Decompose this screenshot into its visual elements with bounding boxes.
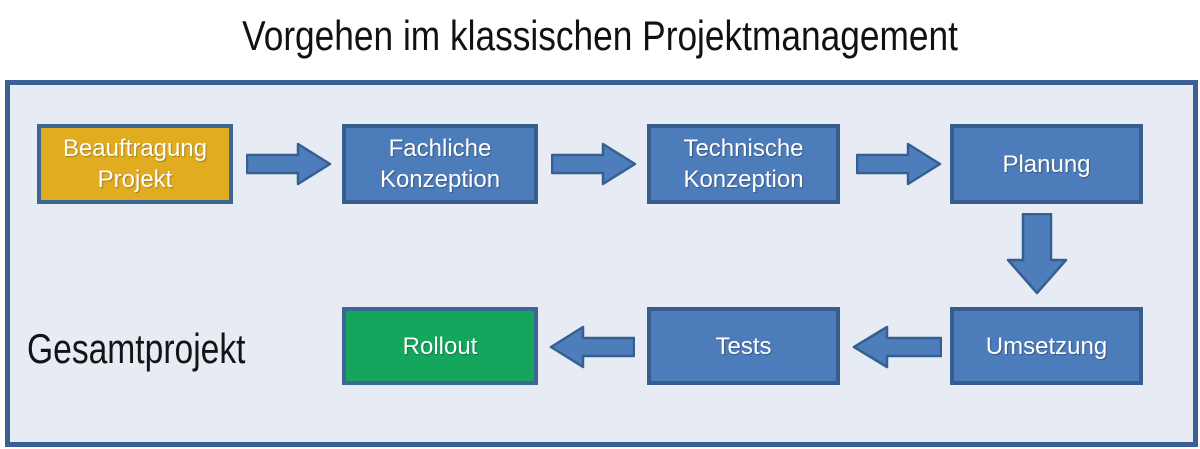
- step-label: Fachliche Konzeption: [379, 135, 501, 193]
- step-label: Planung: [1002, 150, 1091, 178]
- arrow-left-icon: [549, 325, 635, 369]
- arrow-right-icon: [551, 142, 637, 186]
- step-rollout: Rollout: [342, 307, 538, 385]
- arrow-down-icon: [1006, 213, 1068, 295]
- diagram-title: Vorgehen im klassischen Projektmanagemen…: [242, 12, 958, 59]
- step-label: Rollout: [402, 332, 478, 360]
- step-fachliche-konzeption: Fachliche Konzeption: [342, 124, 538, 204]
- step-planung: Planung: [950, 124, 1143, 204]
- step-tests: Tests: [647, 307, 840, 385]
- step-label: Umsetzung: [985, 332, 1108, 360]
- step-label: Technische Konzeption: [683, 135, 804, 193]
- step-label: Tests: [715, 332, 772, 360]
- arrow-right-icon: [856, 142, 942, 186]
- group-label-gesamtprojekt: Gesamtprojekt: [27, 325, 246, 372]
- step-beauftragung-projekt: Beauftragung Projekt: [37, 124, 233, 204]
- step-label: Beauftragung Projekt: [62, 135, 208, 193]
- step-technische-konzeption: Technische Konzeption: [647, 124, 840, 204]
- arrow-left-icon: [852, 325, 942, 369]
- step-umsetzung: Umsetzung: [950, 307, 1143, 385]
- arrow-right-icon: [246, 142, 332, 186]
